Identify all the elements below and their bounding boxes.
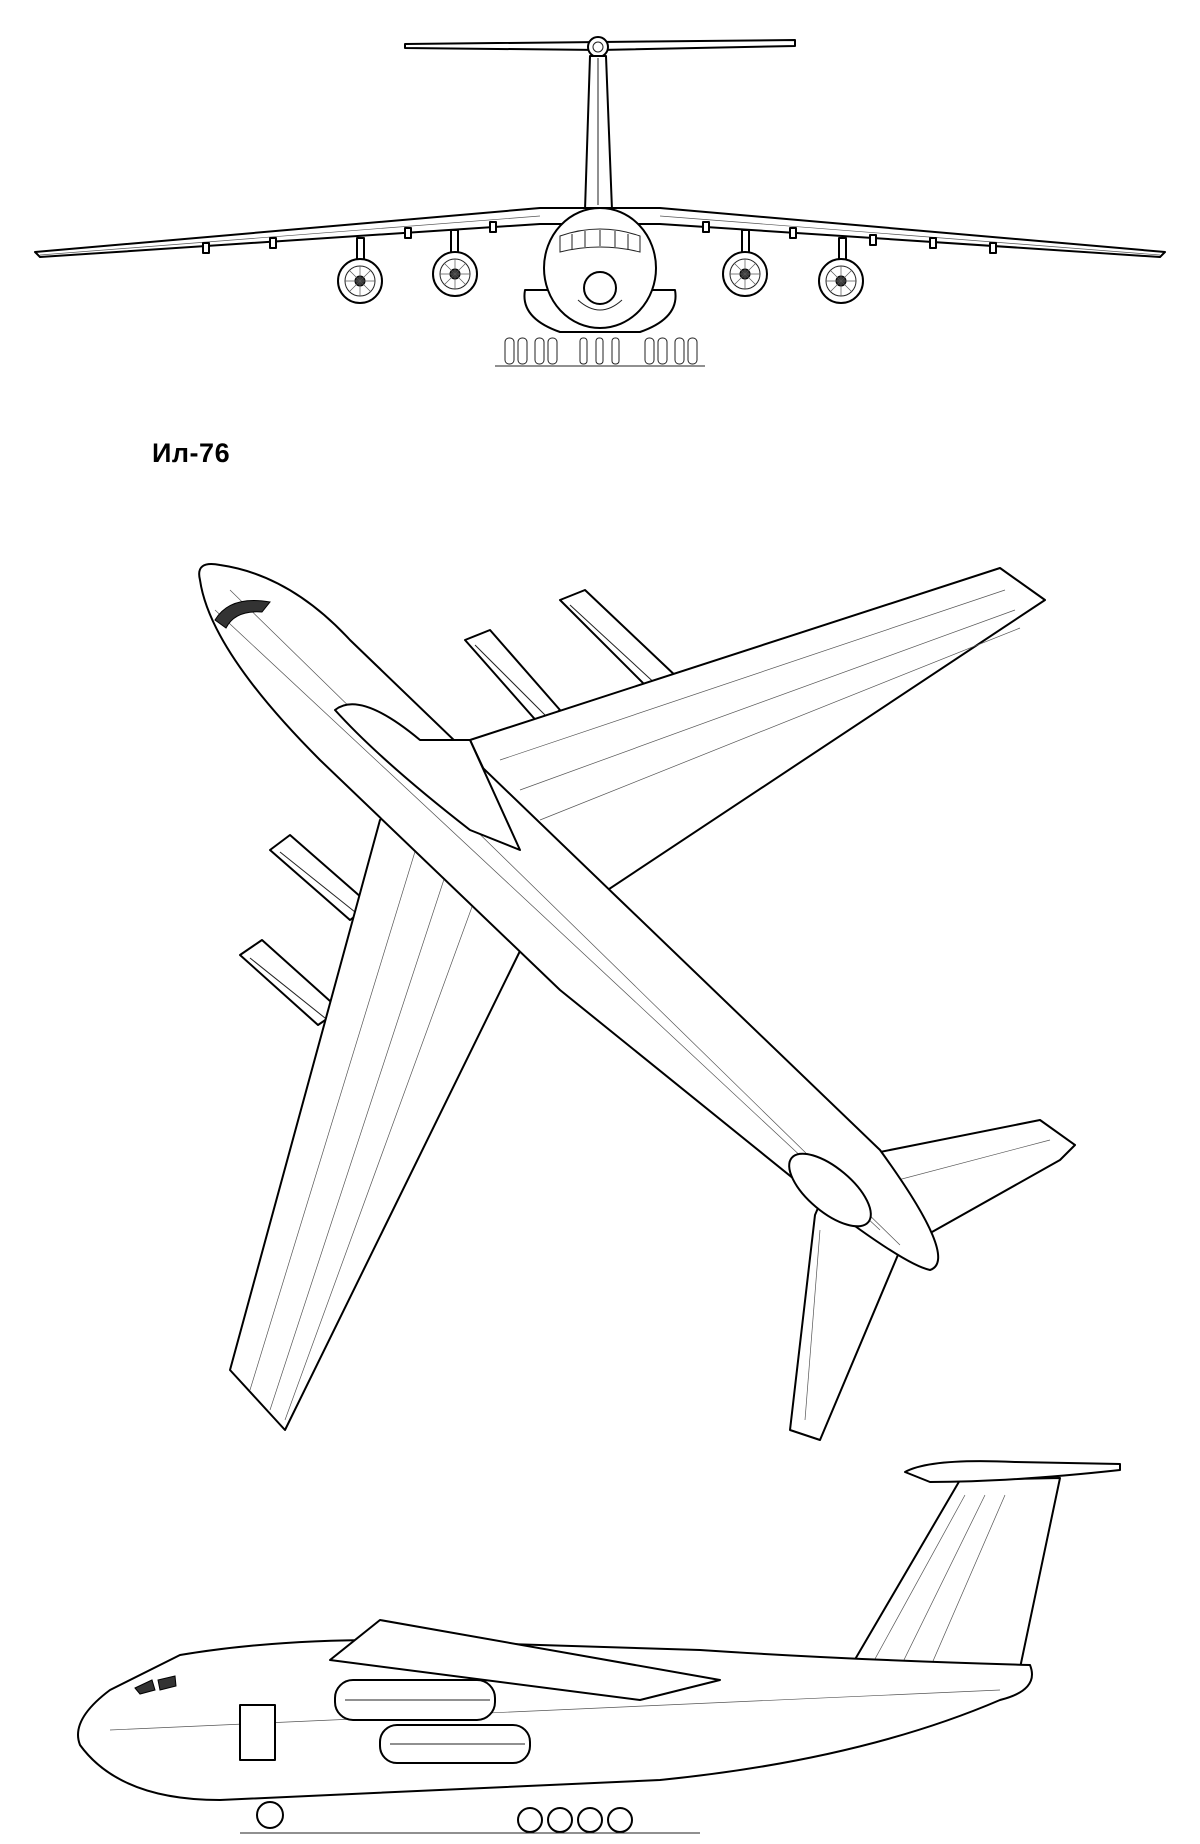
side-stabilizer (904, 1460, 1121, 1483)
side-landing-gear (256, 1801, 633, 1833)
front-engines (337, 251, 864, 304)
side-fuselage (77, 1639, 1033, 1801)
front-nose-radome (583, 271, 617, 305)
side-cockpit-windows (134, 1675, 177, 1695)
top-engines (239, 589, 681, 1026)
front-flap-fairings (202, 221, 997, 254)
front-cockpit-windows (559, 228, 641, 253)
top-wing-root (334, 703, 521, 851)
top-cockpit-windows (214, 599, 271, 629)
front-landing-gear (495, 337, 705, 367)
side-wing (329, 1619, 721, 1701)
side-door (239, 1704, 276, 1761)
aircraft-title: Ил-76 (152, 438, 231, 468)
side-tail-fin (849, 1477, 1061, 1669)
top-tail-radar-fairing (788, 1152, 872, 1228)
